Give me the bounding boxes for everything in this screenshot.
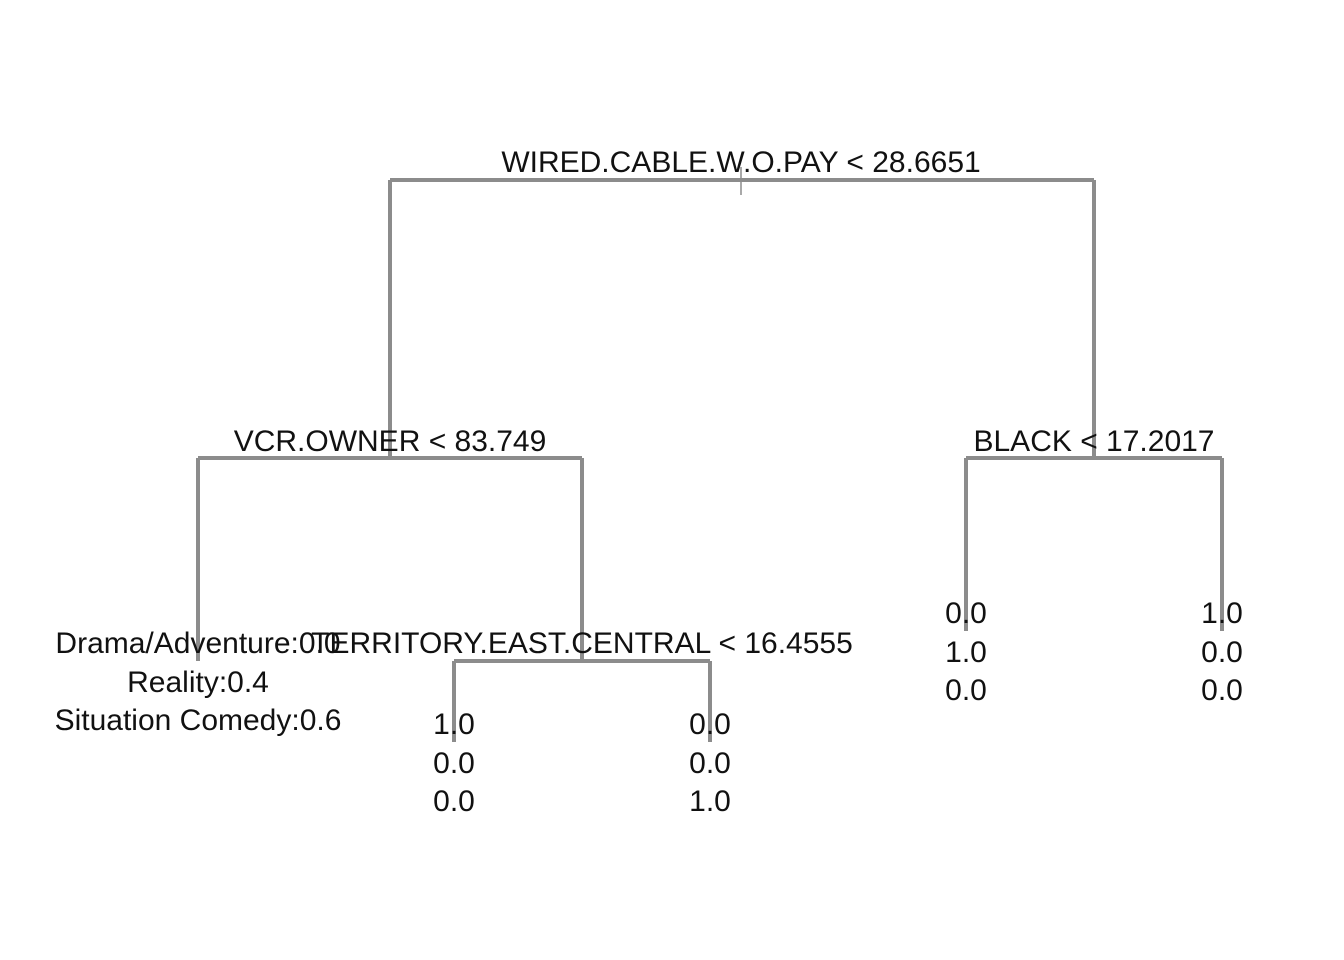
leaf-3-line-2: 0.0 xyxy=(689,747,731,780)
leaf-1-line-3: Situation Comedy:0.6 xyxy=(55,704,342,737)
leaf-4-line-2: 1.0 xyxy=(945,636,987,669)
split-label-territory: TERRITORY.EAST.CENTRAL < 16.4555 xyxy=(311,627,853,660)
leaf-4: 0.0 1.0 0.0 xyxy=(945,597,987,707)
leaf-2-line-3: 0.0 xyxy=(433,785,475,818)
leaf-1-line-1: Drama/Adventure:0.0 xyxy=(55,627,340,660)
leaf-3: 0.0 0.0 1.0 xyxy=(689,708,731,818)
leaf-4-line-1: 0.0 xyxy=(945,597,987,630)
leaf-4-line-3: 0.0 xyxy=(945,674,987,707)
leaf-1-line-2: Reality:0.4 xyxy=(127,666,269,699)
leaf-5: 1.0 0.0 0.0 xyxy=(1201,597,1243,707)
split-label-root: WIRED.CABLE.W.O.PAY < 28.6651 xyxy=(501,146,980,179)
leaf-5-line-1: 1.0 xyxy=(1201,597,1243,630)
leaf-2: 1.0 0.0 0.0 xyxy=(433,708,475,818)
tree-branches xyxy=(196,167,1224,742)
leaf-1: Drama/Adventure:0.0 Reality:0.4 Situatio… xyxy=(55,627,342,737)
leaf-2-line-2: 0.0 xyxy=(433,747,475,780)
split-label-black: BLACK < 17.2017 xyxy=(973,425,1214,458)
split-label-vcr-owner: VCR.OWNER < 83.749 xyxy=(234,425,547,458)
leaf-3-line-3: 1.0 xyxy=(689,785,731,818)
leaf-5-line-2: 0.0 xyxy=(1201,636,1243,669)
split-labels: WIRED.CABLE.W.O.PAY < 28.6651 VCR.OWNER … xyxy=(234,146,1215,660)
leaf-5-line-3: 0.0 xyxy=(1201,674,1243,707)
leaf-2-line-1: 1.0 xyxy=(433,708,475,741)
leaf-3-line-1: 0.0 xyxy=(689,708,731,741)
